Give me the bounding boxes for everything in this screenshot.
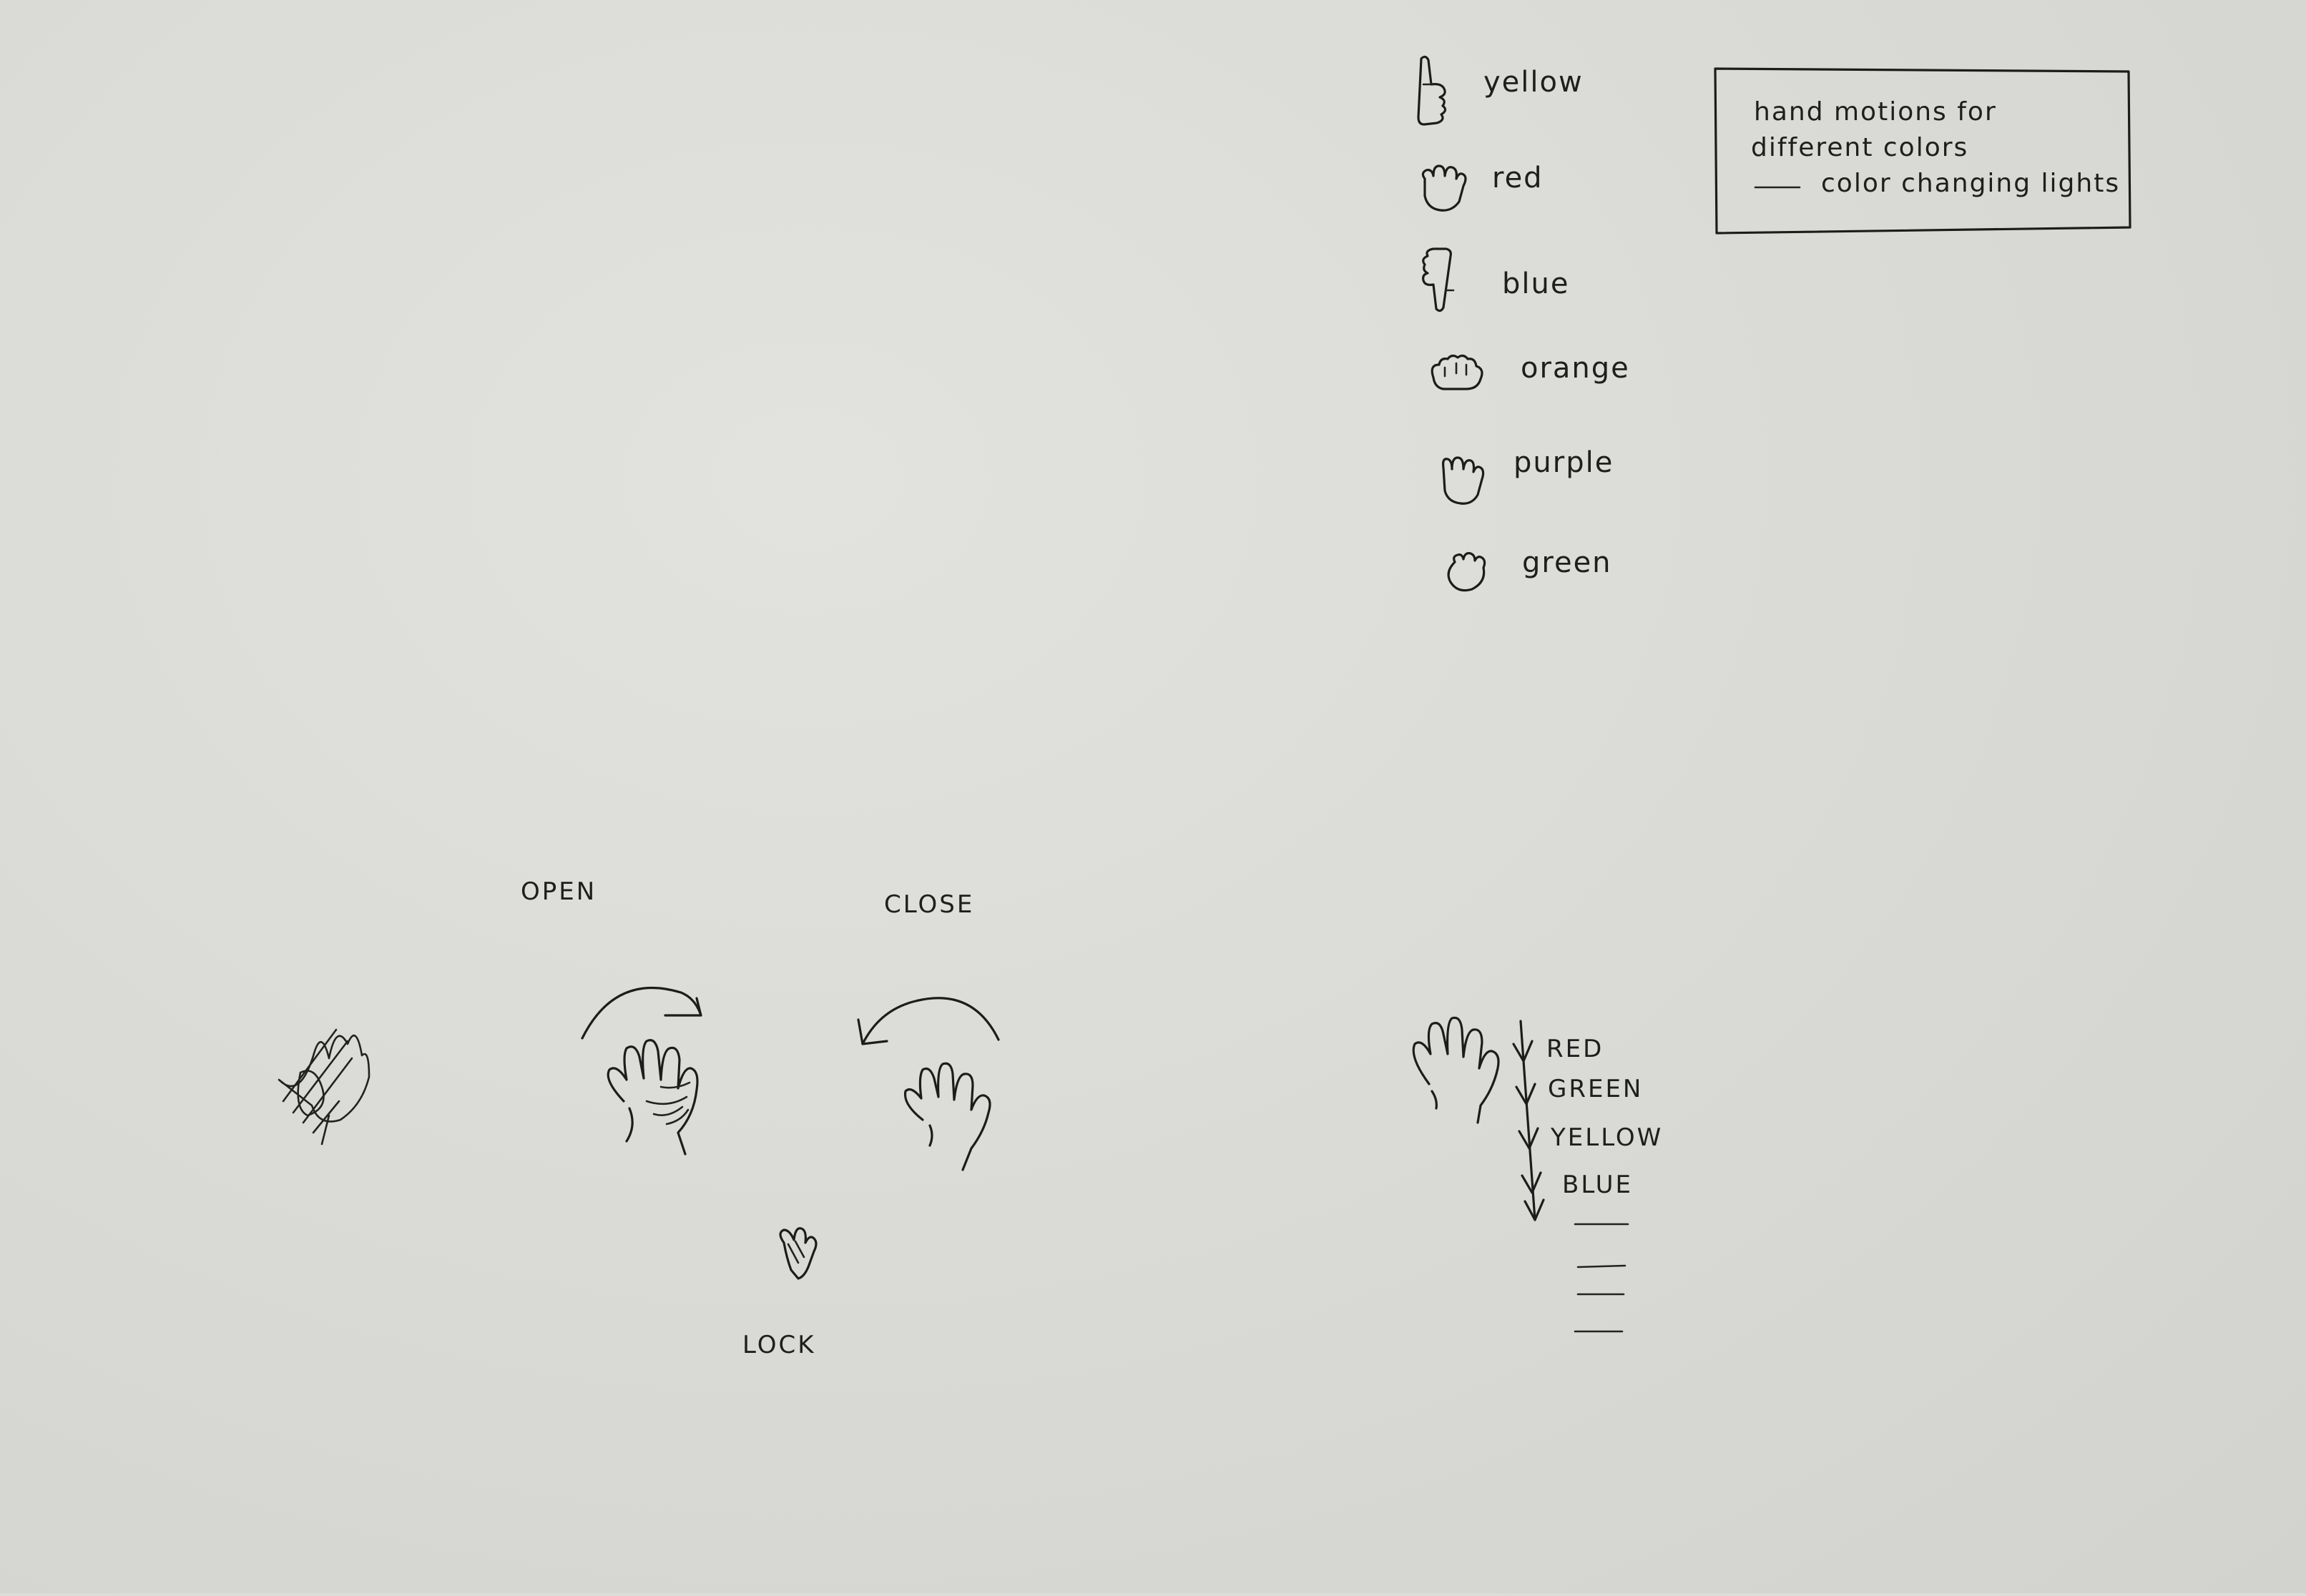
note-box: hand motions for different colors color … xyxy=(1714,67,2131,235)
legend-label-yellow: yellow xyxy=(1483,66,1584,99)
open-label: OPEN xyxy=(521,877,597,906)
sequence-red: RED xyxy=(1546,1035,1604,1063)
note-line-2: different colors xyxy=(1751,133,1968,162)
note-line-1: hand motions for xyxy=(1754,97,1997,127)
thumb-up-hand-icon xyxy=(1417,55,1447,126)
lock-label: LOCK xyxy=(742,1331,816,1359)
legend-label-red: red xyxy=(1492,162,1544,194)
note-line-3: color changing lights xyxy=(1821,169,2120,198)
sequence-yellow: YELLOW xyxy=(1550,1123,1663,1152)
sequence-continuation-lines xyxy=(1574,1223,1629,1333)
close-arrow-icon xyxy=(857,997,1000,1045)
scribbled-hand-icon xyxy=(278,1028,371,1146)
close-hand-icon xyxy=(903,1062,991,1171)
four-fingers-hand-icon xyxy=(1442,456,1485,505)
legend-label-blue: blue xyxy=(1502,267,1569,300)
lock-hand-icon xyxy=(779,1227,818,1280)
waving-hand-icon xyxy=(1412,1016,1500,1124)
sideways-fist-hand-icon xyxy=(1431,354,1483,390)
sequence-blue: BLUE xyxy=(1562,1171,1633,1199)
thumb-down-hand-icon xyxy=(1422,247,1455,312)
legend-label-green: green xyxy=(1522,546,1612,579)
open-arrow-icon xyxy=(581,986,702,1040)
open-palm-small-hand-icon xyxy=(1421,164,1467,212)
legend-label-purple: purple xyxy=(1513,446,1614,479)
close-label: CLOSE xyxy=(884,890,974,919)
legend-list: yellow red blue orange purple green xyxy=(1417,55,1630,592)
sequence-arrow-icon xyxy=(1512,1020,1545,1221)
open-hand-icon xyxy=(607,1039,699,1156)
legend-label-orange: orange xyxy=(1521,352,1630,385)
fist-hand-icon xyxy=(1447,552,1486,592)
sequence-green: GREEN xyxy=(1548,1075,1643,1103)
